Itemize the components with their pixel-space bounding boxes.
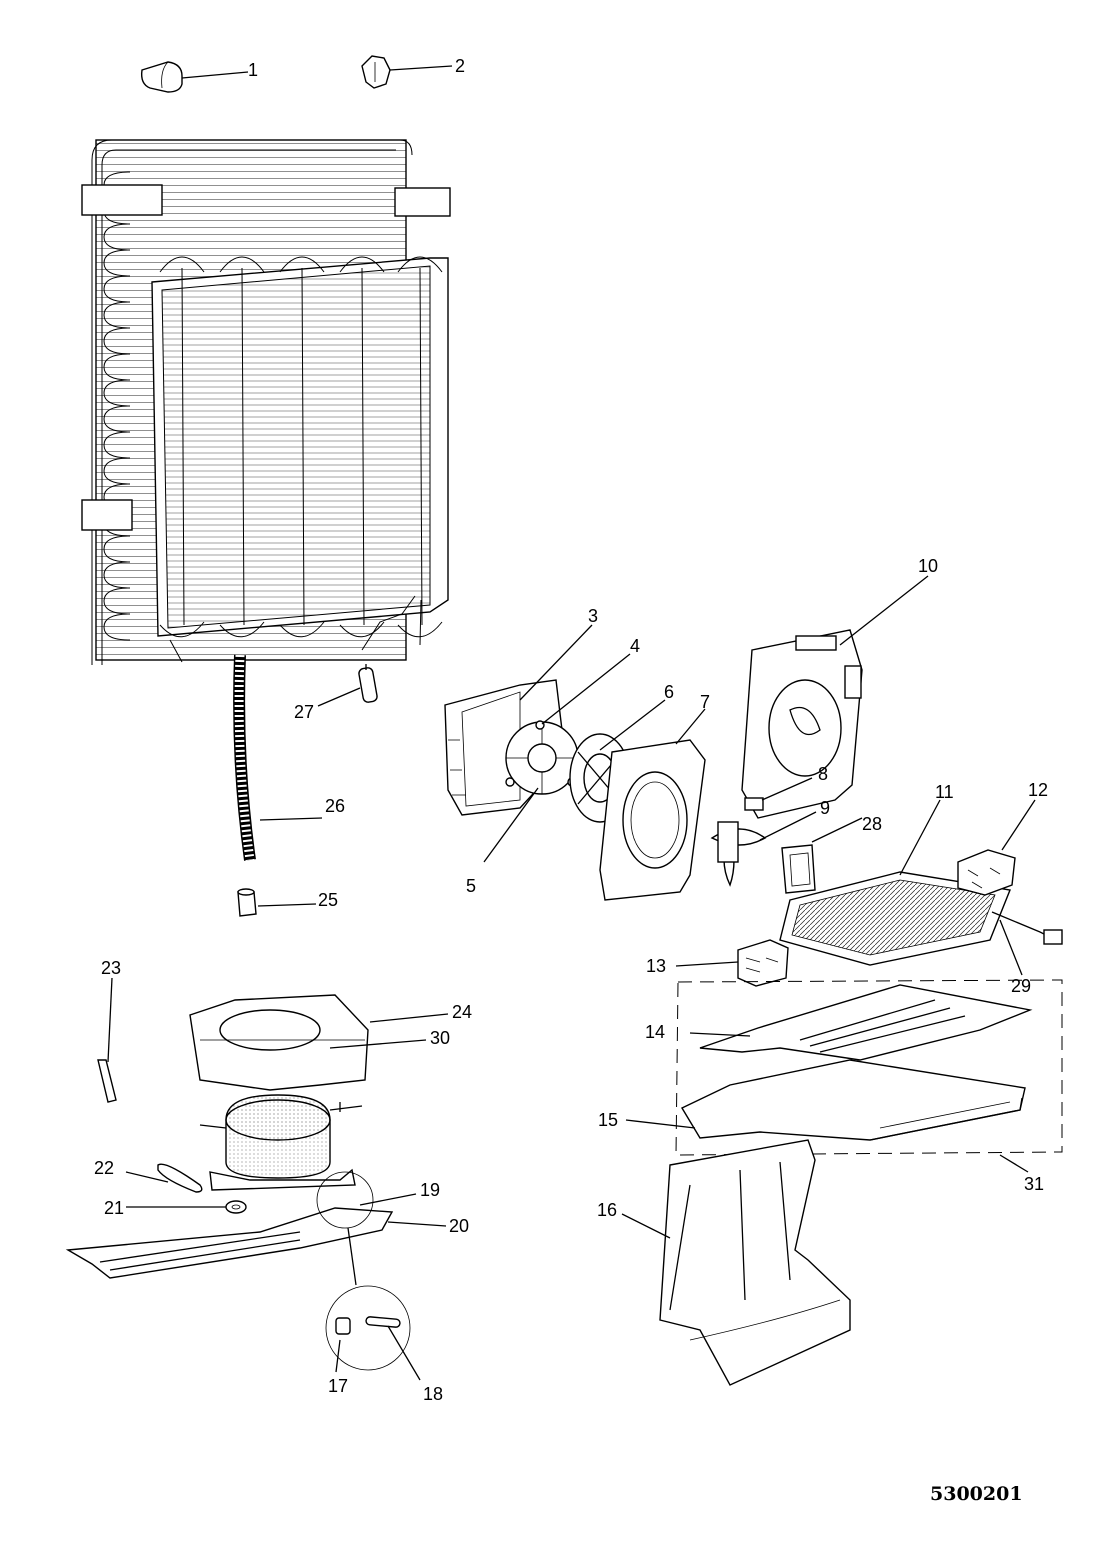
part-16-channel (659, 1139, 851, 1386)
part-2-clip (361, 55, 391, 89)
callout-28: 28 (862, 814, 882, 834)
callout-2: 2 (455, 56, 465, 76)
callout-22: 22 (94, 1158, 114, 1178)
callout-13: 13 (646, 956, 666, 976)
callout-18: 18 (423, 1384, 443, 1404)
callout-6: 6 (664, 682, 674, 702)
callout-8: 8 (818, 764, 828, 784)
callout-20: 20 (449, 1216, 469, 1236)
part-23-tube (97, 1059, 117, 1103)
part-31-assembly-outline (675, 979, 1063, 1156)
part-25-plug (237, 888, 257, 917)
callout-9: 9 (820, 798, 830, 818)
callout-23: 23 (101, 958, 121, 978)
condenser-fin-panel (151, 256, 449, 663)
leader-lines (107, 65, 1036, 1381)
part-12-pad (957, 849, 1016, 896)
part-15-drip-tray (681, 1059, 1026, 1141)
callout-3: 3 (588, 606, 598, 626)
callout-17: 17 (328, 1376, 348, 1396)
callout-11: 11 (935, 782, 954, 802)
callout-30: 30 (430, 1028, 450, 1048)
part-24-compressor-cover (189, 994, 369, 1091)
callout-24: 24 (452, 1002, 472, 1022)
part-10-fan-housing-assembly (741, 629, 863, 819)
callout-27: 27 (294, 702, 314, 722)
part-14-cover (699, 984, 1033, 1061)
part-9-fan-blade (710, 821, 767, 887)
part-13-pad (737, 939, 789, 987)
part-7-fan-cover (599, 739, 706, 901)
callout-19: 19 (420, 1180, 440, 1200)
callout-10: 10 (918, 556, 938, 576)
part-20-base-plate (65, 1171, 394, 1286)
part-30-compressor (199, 1094, 363, 1191)
part-27-dryer-filter (358, 664, 378, 703)
callout-15: 15 (598, 1110, 618, 1130)
callout-7: 7 (700, 692, 710, 712)
callout-21: 21 (104, 1198, 124, 1218)
callout-31: 31 (1024, 1174, 1044, 1194)
callout-1: 1 (248, 60, 258, 80)
callout-26: 26 (325, 796, 345, 816)
callout-14: 14 (645, 1022, 665, 1042)
callout-12: 12 (1028, 780, 1048, 800)
callout-16: 16 (597, 1200, 617, 1220)
part-11-evaporator (779, 871, 1063, 966)
callout-labels: 1 2 3 4 5 6 7 8 9 10 11 12 13 14 15 16 1… (94, 56, 1048, 1404)
part-28-bracket (781, 844, 816, 894)
part-4-fan-bracket (505, 720, 579, 795)
part-22-bracket (157, 1163, 203, 1193)
part-8-connector (744, 797, 764, 811)
callout-4: 4 (630, 636, 640, 656)
callout-25: 25 (318, 890, 338, 910)
part-26-drain-hose (233, 654, 256, 861)
callout-5: 5 (466, 876, 476, 896)
document-number: 5300201 (930, 1483, 1023, 1505)
part-21-grommet (225, 1200, 247, 1214)
detail-circle-17-18 (325, 1285, 411, 1371)
callout-29: 29 (1011, 976, 1031, 996)
part-1-cap (140, 61, 183, 93)
